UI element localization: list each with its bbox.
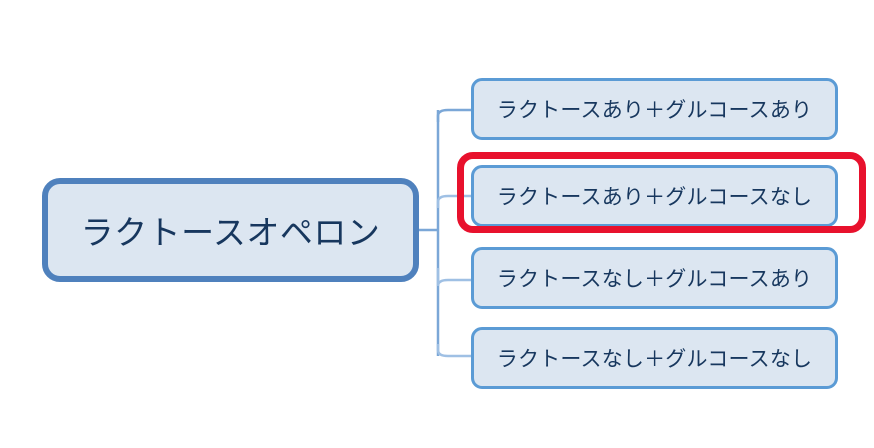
connector-branch-2 [436, 194, 471, 208]
node-child-lactose-no-glucose-yes[interactable]: ラクトースなし＋グルコースあり [471, 247, 838, 309]
node-child-label: ラクトースなし＋グルコースあり [496, 268, 813, 291]
node-child-label: ラクトースあり＋グルコースあり [496, 99, 813, 122]
connector-branch-3 [436, 268, 471, 287]
node-child-label: ラクトースあり＋グルコースなし [496, 186, 813, 209]
node-root-label: ラクトースオペロン [80, 214, 381, 251]
connector-branch-4 [436, 344, 471, 358]
node-child-lactose-yes-glucose-no[interactable]: ラクトースあり＋グルコースなし [471, 165, 838, 227]
node-child-lactose-no-glucose-no[interactable]: ラクトースなし＋グルコースなし [471, 327, 838, 389]
node-child-label: ラクトースなし＋グルコースなし [496, 348, 813, 371]
connector-branch-1 [436, 108, 471, 122]
node-child-lactose-yes-glucose-yes[interactable]: ラクトースあり＋グルコースあり [471, 78, 838, 140]
node-root[interactable]: ラクトースオペロン [42, 178, 419, 282]
